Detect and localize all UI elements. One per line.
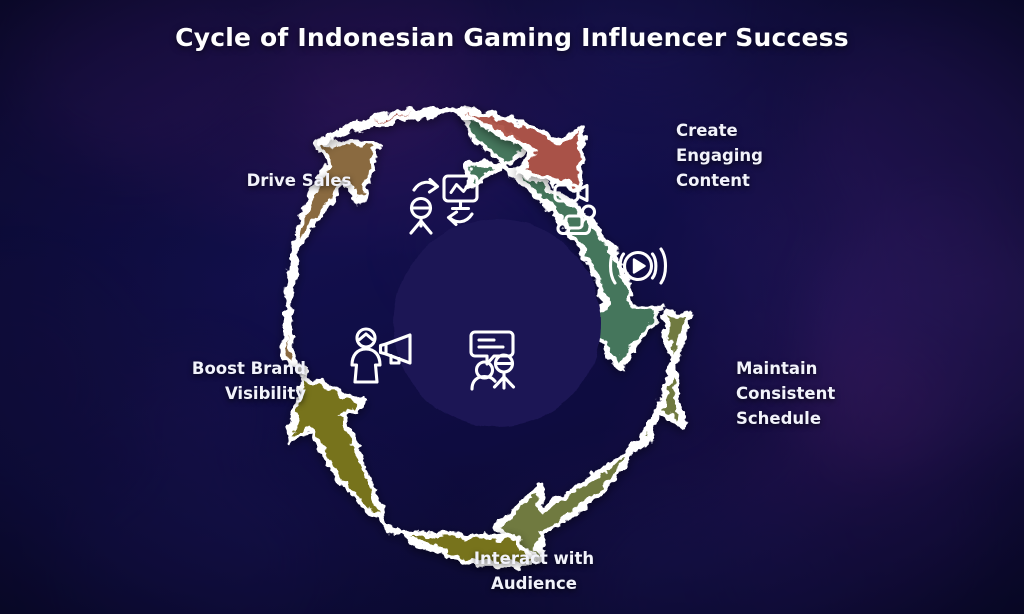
cycle-label-boost-brand-visibility: Boost Brand Visibility — [191, 359, 306, 404]
cycle-label-maintain-consistent-schedule: Maintain Consistent Schedule — [736, 359, 836, 429]
page-title: Cycle of Indonesian Gaming Influencer Su… — [175, 23, 849, 52]
cycle-label-interact-with-audience: Interact with Audience — [473, 549, 595, 594]
cycle-label-drive-sales: Drive Sales — [246, 171, 352, 190]
cycle-center-hub — [393, 219, 601, 427]
cycle-label-create-engaging-content: Create Engaging Content — [676, 121, 763, 191]
